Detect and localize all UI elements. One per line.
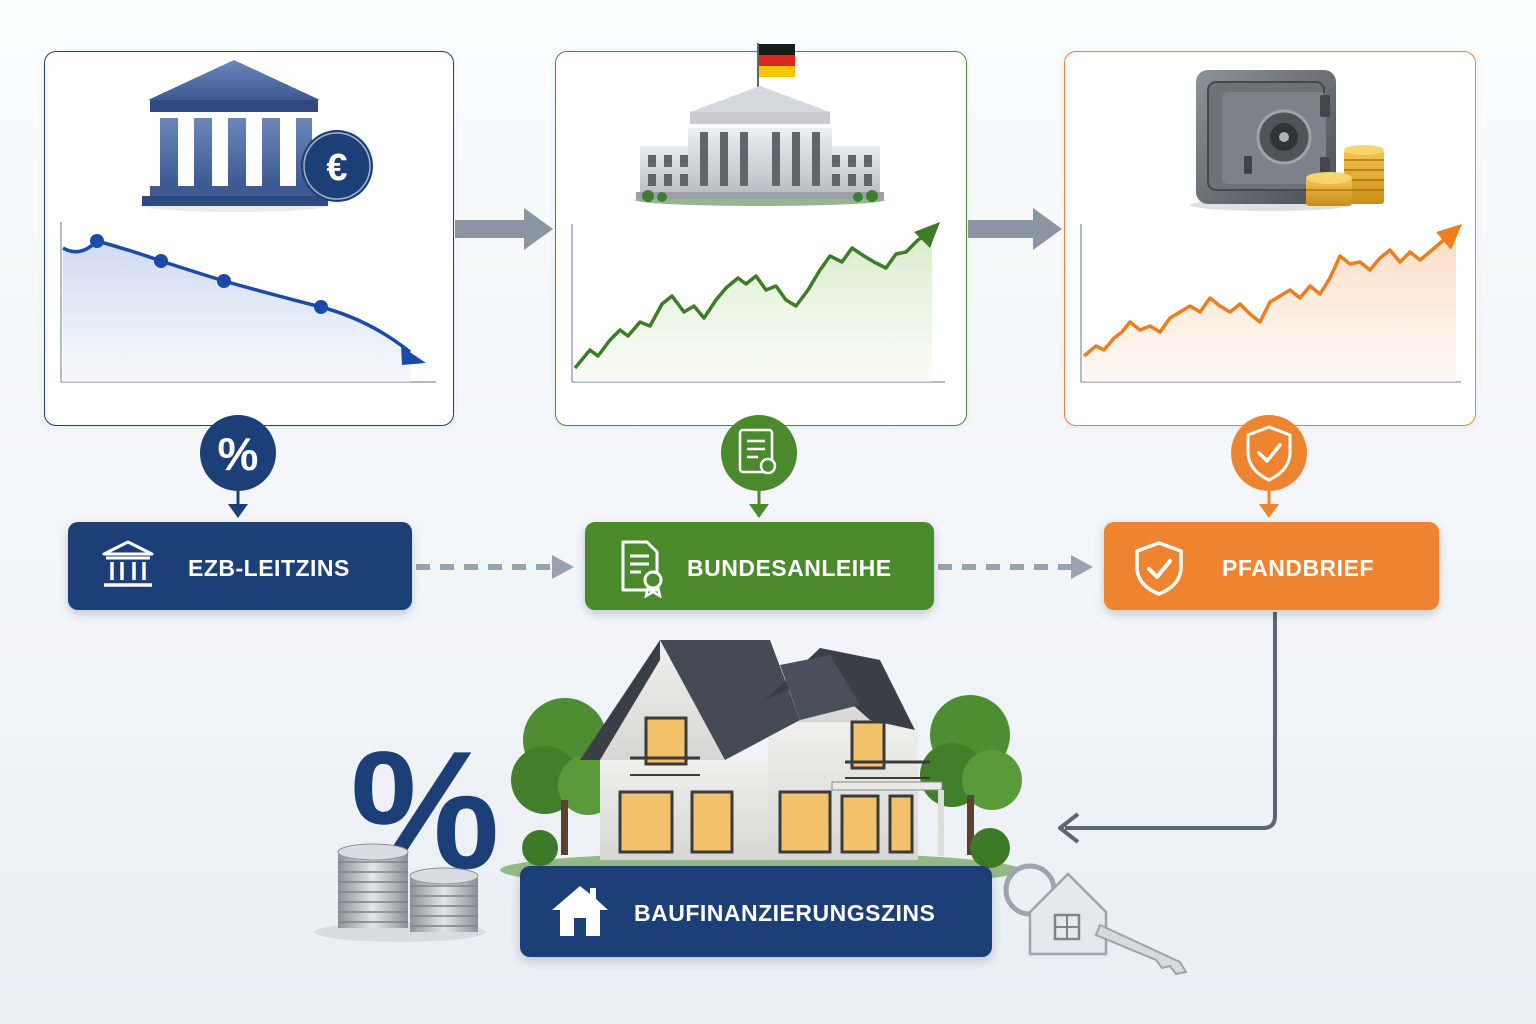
ezb-leitzins-box: EZB-LEITZINS	[68, 522, 412, 610]
arrow-ezb-to-bund	[455, 208, 553, 250]
certificate-icon	[621, 540, 663, 598]
bank-icon	[139, 60, 329, 212]
baufinanzierungszins-label: BAUFINANZIERUNGSZINS	[634, 900, 936, 926]
shield-check-icon	[1135, 541, 1183, 596]
bundesanleihe-box: BUNDESANLEIHE	[585, 522, 934, 610]
bank-icon	[102, 540, 154, 587]
house-icon	[500, 640, 1022, 888]
euro-icon: €	[301, 130, 373, 202]
dashed-arrow-bund-to-pfand	[938, 555, 1093, 579]
dashed-arrow-ezb-to-bund	[416, 555, 574, 579]
government-building-icon	[635, 86, 885, 206]
percent-icon: %	[200, 415, 276, 518]
key-icon	[1003, 863, 1188, 976]
ezb-trend-chart	[60, 222, 436, 383]
shield-check-icon	[1231, 415, 1307, 518]
svg-text:%: %	[218, 428, 259, 480]
pfandbrief-box: PFANDBRIEF	[1104, 522, 1439, 610]
bundesanleihe-trend-chart	[571, 222, 945, 383]
coin-stack-icon	[315, 843, 485, 942]
pfandbrief-label: PFANDBRIEF	[1222, 555, 1374, 581]
arrow-bund-to-pfand	[968, 208, 1062, 250]
pfandbrief-trend-chart	[1080, 224, 1462, 383]
coins-icon	[1306, 145, 1384, 206]
arrow-pfand-to-baufinanzierung	[1058, 612, 1277, 844]
ezb-leitzins-label: EZB-LEITZINS	[188, 555, 350, 581]
bundesanleihe-label: BUNDESANLEIHE	[687, 555, 892, 581]
certificate-icon	[721, 415, 797, 518]
german-flag-icon	[757, 43, 795, 92]
svg-text:€: €	[326, 147, 347, 189]
baufinanzierungszins-box: BAUFINANZIERUNGSZINS	[520, 866, 992, 957]
safe-icon	[1190, 70, 1350, 211]
house-icon	[552, 886, 608, 936]
